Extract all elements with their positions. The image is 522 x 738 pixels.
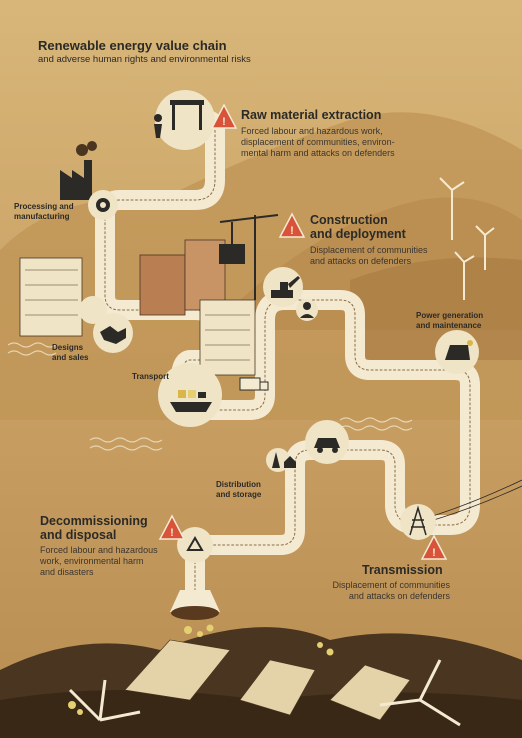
crane-icon bbox=[219, 214, 279, 300]
page-title: Renewable energy value chain bbox=[38, 38, 227, 53]
factory-icon bbox=[60, 141, 97, 200]
stage-processing-title: Processing and manufacturing bbox=[14, 202, 74, 221]
stage-transport-title: Transport bbox=[132, 372, 169, 381]
stage-construction-title: Construction and deployment bbox=[310, 213, 406, 241]
broken-turbines bbox=[68, 659, 461, 727]
stage-decommissioning-risk: Forced labour and hazardous work, enviro… bbox=[40, 545, 158, 577]
page-subtitle: and adverse human rights and environment… bbox=[38, 54, 251, 65]
stage-raw-risk: Forced labour and hazardous work, displa… bbox=[241, 126, 395, 158]
stage-power-title: Power generation and maintenance bbox=[416, 311, 484, 330]
debris bbox=[68, 624, 334, 715]
stage-raw-title: Raw material extraction bbox=[241, 108, 382, 122]
solar-panels-ground bbox=[124, 639, 411, 721]
stage-construction-risk: Displacement of communities and attacks … bbox=[310, 245, 428, 266]
stage-distribution-title: Distribution and storage bbox=[216, 480, 262, 499]
wind-turbines bbox=[439, 177, 495, 300]
stage-transmission-title: Transmission bbox=[362, 563, 443, 577]
stage-designs-title: Designs and sales bbox=[52, 343, 89, 362]
city-buildings bbox=[19, 239, 256, 376]
stage-transmission-risk: Displacement of communities and attacks … bbox=[332, 580, 450, 601]
water-ripples bbox=[7, 342, 413, 451]
disposal-funnel bbox=[170, 590, 220, 612]
stage-decommissioning-title: Decommissioning and disposal bbox=[40, 514, 148, 542]
